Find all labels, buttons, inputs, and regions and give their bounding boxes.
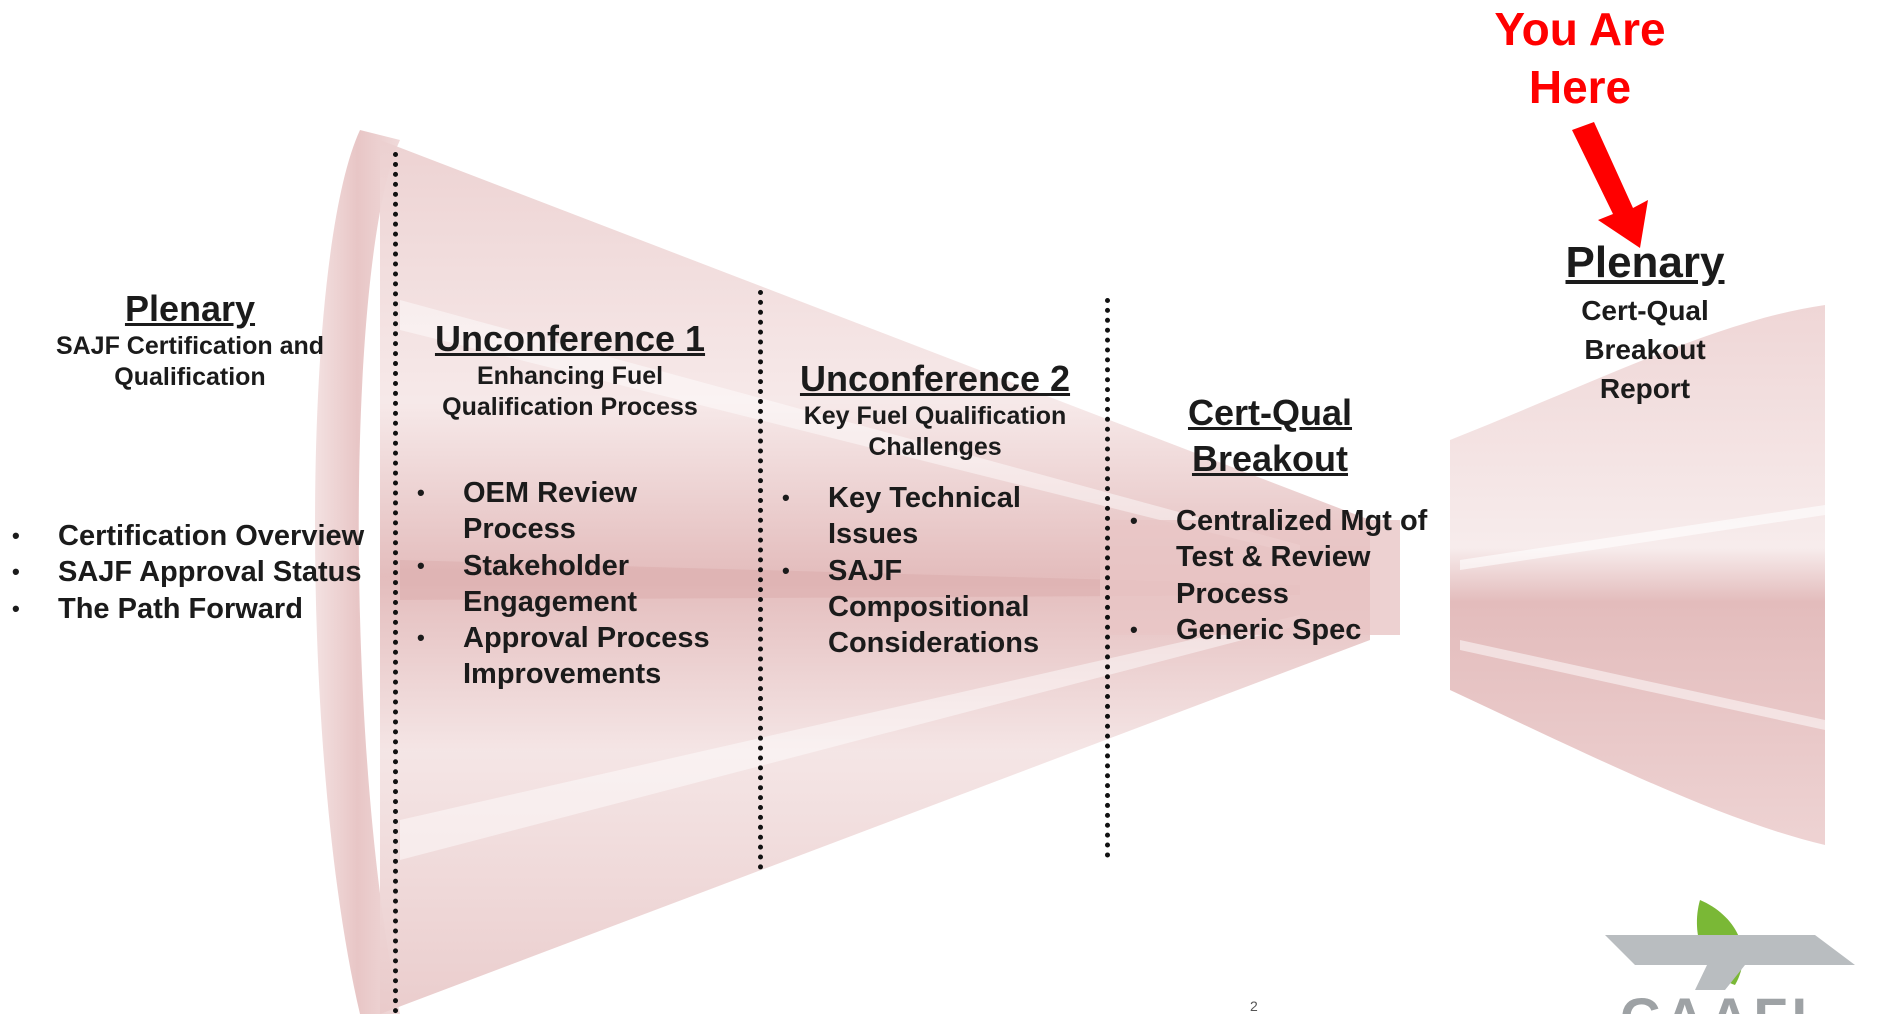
divider-2 [758,290,763,870]
you-are-here-label: You Are Here [1494,3,1666,113]
divider-3 [1105,298,1110,858]
section-unconference-1-bullets: OEM Review Process Stakeholder Engagemen… [415,475,735,693]
page-number: 2 [1250,998,1258,1014]
section-title: Unconference 1 [434,318,706,359]
list-item: The Path Forward [10,591,390,627]
section-subtitle: Cert-Qual Breakout Report [1581,294,1709,404]
caafi-logo-icon [1605,900,1855,990]
section-plenary-final: Plenary Cert-Qual Breakout Report [1530,238,1760,408]
list-item: Generic Spec [1128,612,1448,648]
red-arrow-down-icon [1572,122,1648,248]
logo-text: CAAFI [1620,990,1811,1014]
section-subtitle: Enhancing Fuel Qualification Process [442,362,698,421]
list-item: Certification Overview [10,518,390,554]
section-unconference-2-bullets: Key Technical Issues SAJF Compositional … [780,480,1080,661]
section-title: Unconference 2 [799,358,1071,399]
list-item: Centralized Mgt of Test & Review Process [1128,503,1448,612]
section-unconference-2: Unconference 2 Key Fuel Qualification Ch… [780,358,1090,462]
list-item: SAJF Compositional Considerations [780,553,1080,662]
list-item: Approval Process Improvements [415,620,735,693]
section-plenary: Plenary SAJF Certification and Qualifica… [40,288,340,392]
list-item: Stakeholder Engagement [415,548,735,621]
section-unconference-1: Unconference 1 Enhancing Fuel Qualificat… [415,318,725,422]
list-item: SAJF Approval Status [10,554,390,590]
section-subtitle: SAJF Certification and Qualification [55,332,325,391]
section-title: Cert-Qual Breakout [1187,392,1353,479]
list-item: OEM Review Process [415,475,735,548]
section-plenary-bullets: Certification Overview SAJF Approval Sta… [10,518,390,627]
section-cert-qual-breakout: Cert-Qual Breakout [1150,390,1390,482]
section-title: Plenary [1565,238,1725,287]
divider-1 [393,152,398,1014]
section-title: Plenary [124,288,256,329]
section-subtitle: Key Fuel Qualification Challenges [803,402,1067,461]
section-cert-qual-bullets: Centralized Mgt of Test & Review Process… [1128,503,1448,648]
funnel-flare [1450,305,1825,845]
list-item: Key Technical Issues [780,480,1080,553]
